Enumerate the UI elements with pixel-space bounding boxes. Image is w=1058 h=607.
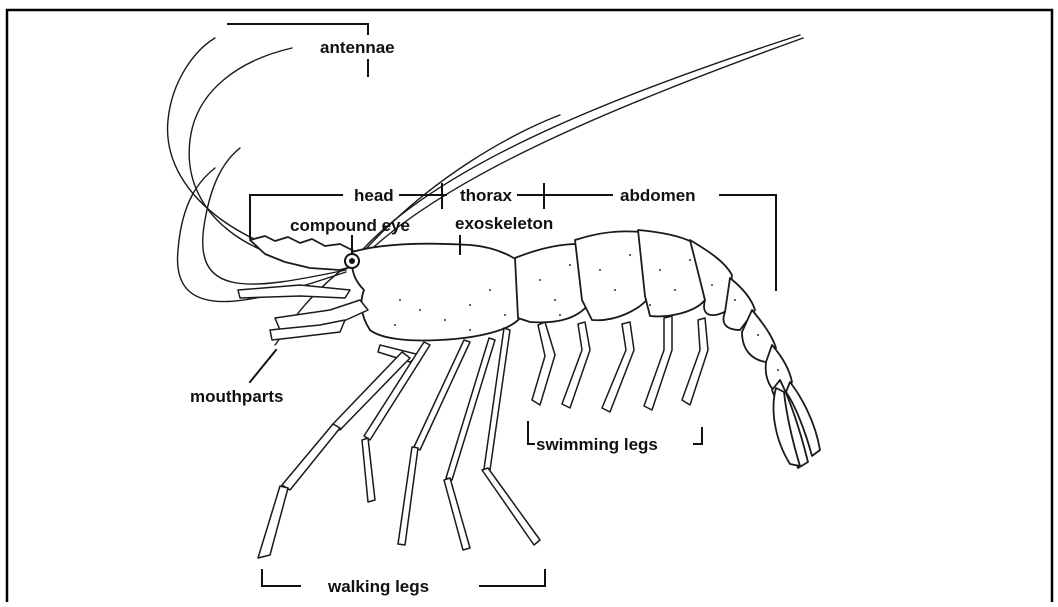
exoskeleton-label: exoskeleton bbox=[455, 214, 553, 233]
abdomen-label: abdomen bbox=[620, 186, 696, 205]
mouthparts-drawing bbox=[238, 285, 368, 340]
compound-eye-label: compound eye bbox=[290, 216, 410, 235]
walking-legs-label: walking legs bbox=[327, 577, 429, 596]
swimming-legs-drawing bbox=[532, 316, 708, 412]
head-label: head bbox=[354, 186, 394, 205]
mouthparts-label-group: mouthparts bbox=[190, 350, 284, 406]
swimming-legs-label: swimming legs bbox=[536, 435, 658, 454]
antennae-label: antennae bbox=[320, 38, 395, 57]
swimming-legs-label-group: swimming legs bbox=[528, 422, 702, 454]
mouthparts-label: mouthparts bbox=[190, 387, 284, 406]
thorax-label: thorax bbox=[460, 186, 513, 205]
walking-legs-label-group: walking legs bbox=[262, 570, 545, 596]
antennae-label-group: antennae bbox=[228, 24, 395, 76]
walking-legs-drawing bbox=[258, 328, 540, 558]
